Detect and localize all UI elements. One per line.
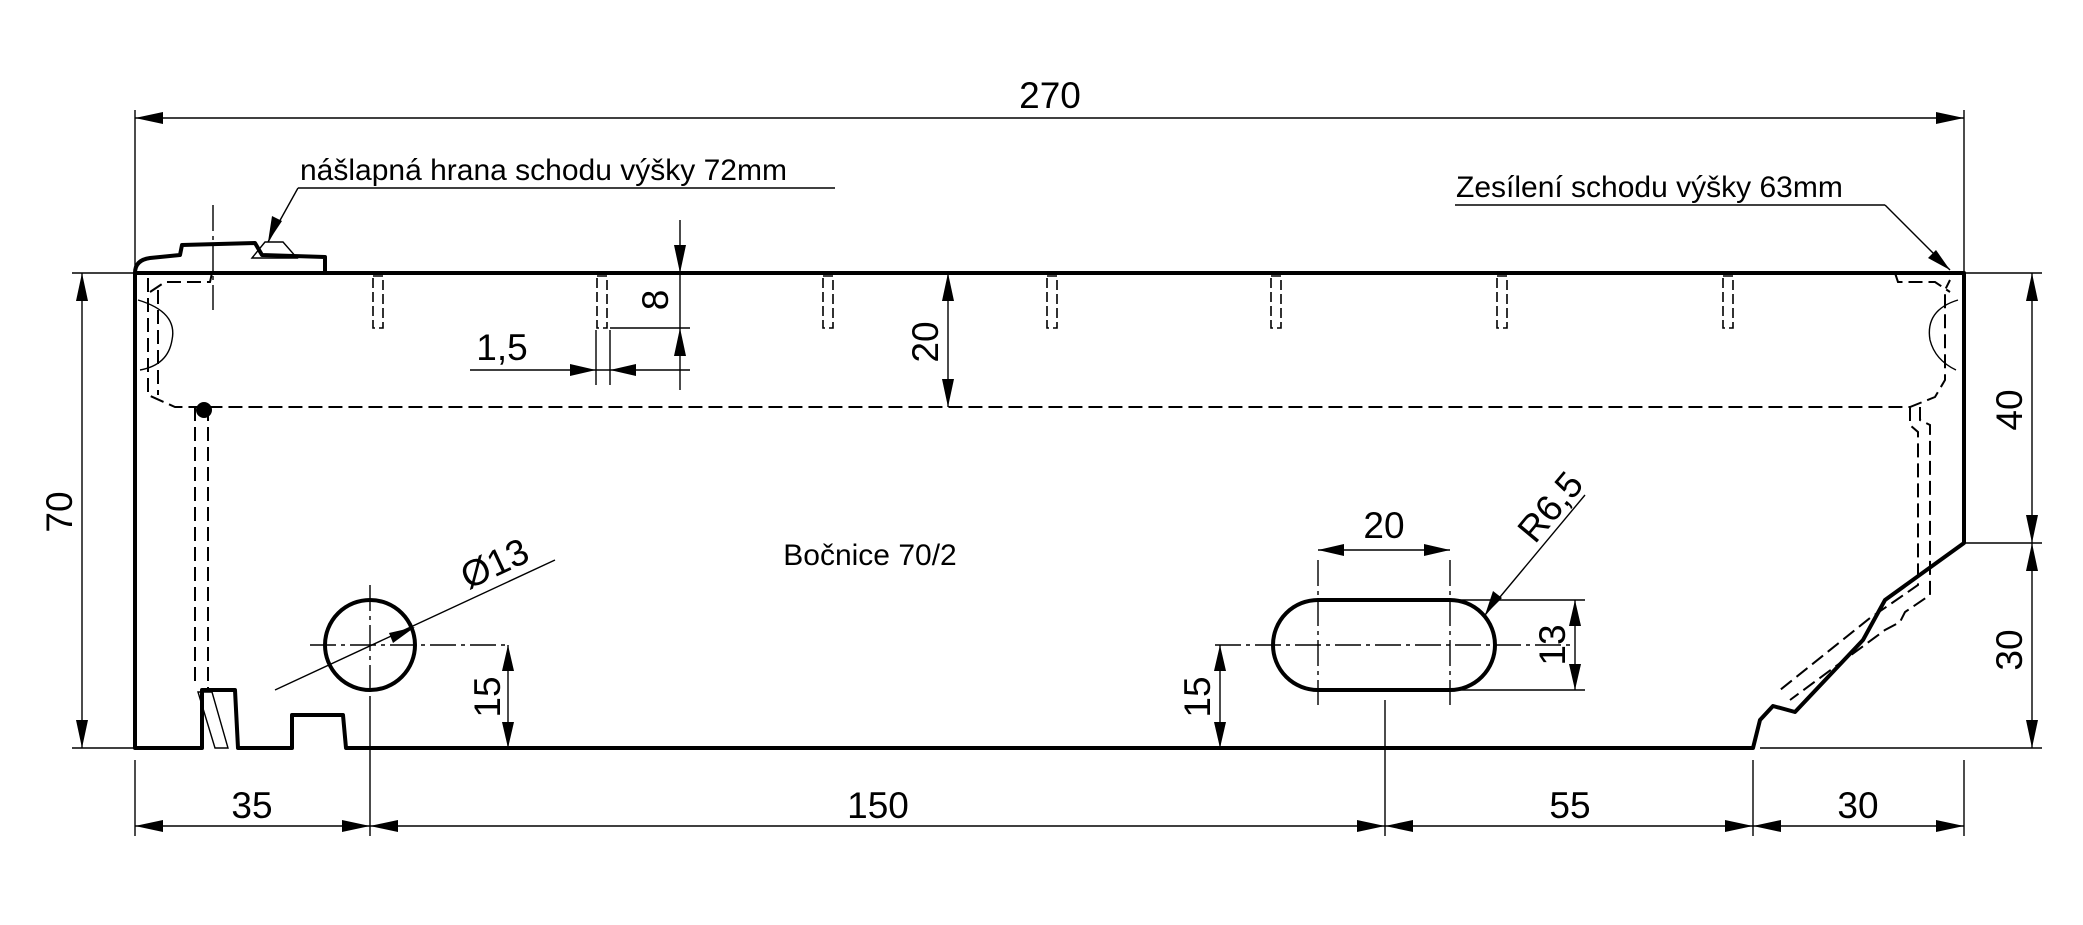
top-slots [372,275,1734,329]
note-right: Zesílení schodu výšky 63mm [1456,171,1843,204]
dim-slot-depth: 8 [635,290,676,311]
dim-slot-width: 1,5 [476,327,527,368]
inner-profile-dashed-2 [157,290,209,690]
dim-right-lower: 30 [1989,629,2030,670]
inner-right-dashed [1789,407,1931,701]
dim-bottom-2: 150 [847,785,909,826]
dim-overall-length: 270 [1019,75,1081,116]
top-slot-6 [1496,275,1508,329]
top-slot-1 [372,275,384,329]
step-nose [250,241,299,259]
dim-right-upper: 40 [1989,389,2030,430]
note-left: nášlapná hrana schodu výšky 72mm [300,154,787,187]
top-right-dashed [1894,272,1951,293]
bottom-tab [197,691,229,749]
dim-oblong-width: 13 [1532,624,1573,665]
dim-bottom-3: 55 [1549,785,1590,826]
dim-hole-height: 15 [467,676,508,717]
dim-oblong-height: 15 [1177,676,1218,717]
top-slot-2 [596,275,608,329]
step-edge-top-left [133,241,327,274]
top-left-dashed [149,272,213,293]
inner-right-dashed-2 [1779,407,1919,691]
part-label: Bočnice 70/2 [783,539,956,572]
inner-profile-dashed [147,278,1951,408]
dim-left-height: 70 [39,491,80,532]
reference-dot [196,402,212,418]
left-arc-cutout [137,299,174,371]
top-slot-4 [1046,275,1058,329]
top-slot-7 [1722,275,1734,329]
dim-hole-diameter: Ø13 [454,530,535,597]
dim-tread-depth: 20 [905,321,946,362]
dim-bottom-1: 35 [231,785,272,826]
dimension-lines [72,110,2042,836]
dim-oblong-length: 20 [1363,505,1404,546]
right-arc-cutout [1928,299,1959,371]
top-slot-3 [822,275,834,329]
part-outline [133,271,1966,750]
top-slot-5 [1270,275,1282,329]
dim-oblong-radius: R6,5 [1510,464,1592,550]
dim-bottom-4: 30 [1837,785,1878,826]
